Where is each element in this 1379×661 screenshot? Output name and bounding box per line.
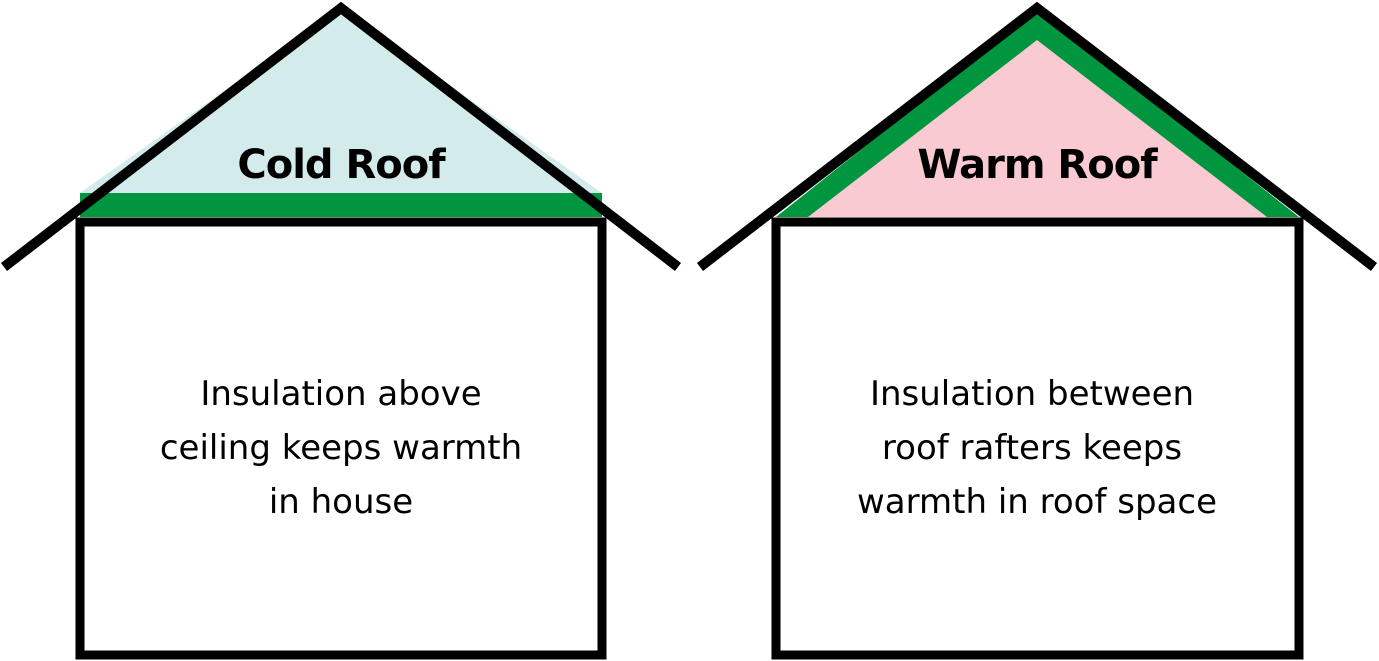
warm-roof-title: Warm Roof bbox=[917, 142, 1158, 188]
cold-roof-caption-line-2: ceiling keeps warmth bbox=[160, 428, 522, 468]
cold-roof-title: Cold Roof bbox=[237, 142, 446, 188]
cold-roof-caption-line-3: in house bbox=[269, 482, 413, 522]
warm-roof-space-fill bbox=[808, 40, 1267, 217]
cold-house-walls bbox=[75, 217, 607, 660]
warm-roof-caption-line-1: Insulation between bbox=[870, 374, 1194, 414]
cold-roof-house: Cold Roof Insulation above ceiling keeps… bbox=[0, 1, 682, 660]
warm-roof-outline bbox=[696, 1, 1378, 271]
warm-roof-caption-line-3: warmth in roof space bbox=[857, 482, 1217, 522]
cold-roof-outline bbox=[0, 1, 682, 271]
warm-roof-caption-line-2: roof rafters keeps bbox=[882, 428, 1182, 468]
warm-roof-house: Warm Roof Insulation between roof rafter… bbox=[696, 1, 1378, 660]
cold-roof-caption-line-1: Insulation above bbox=[200, 374, 481, 414]
warm-house-walls bbox=[771, 217, 1304, 660]
cold-roof-space-fill bbox=[80, 8, 602, 193]
cold-roof-ceiling-insulation bbox=[80, 193, 602, 217]
